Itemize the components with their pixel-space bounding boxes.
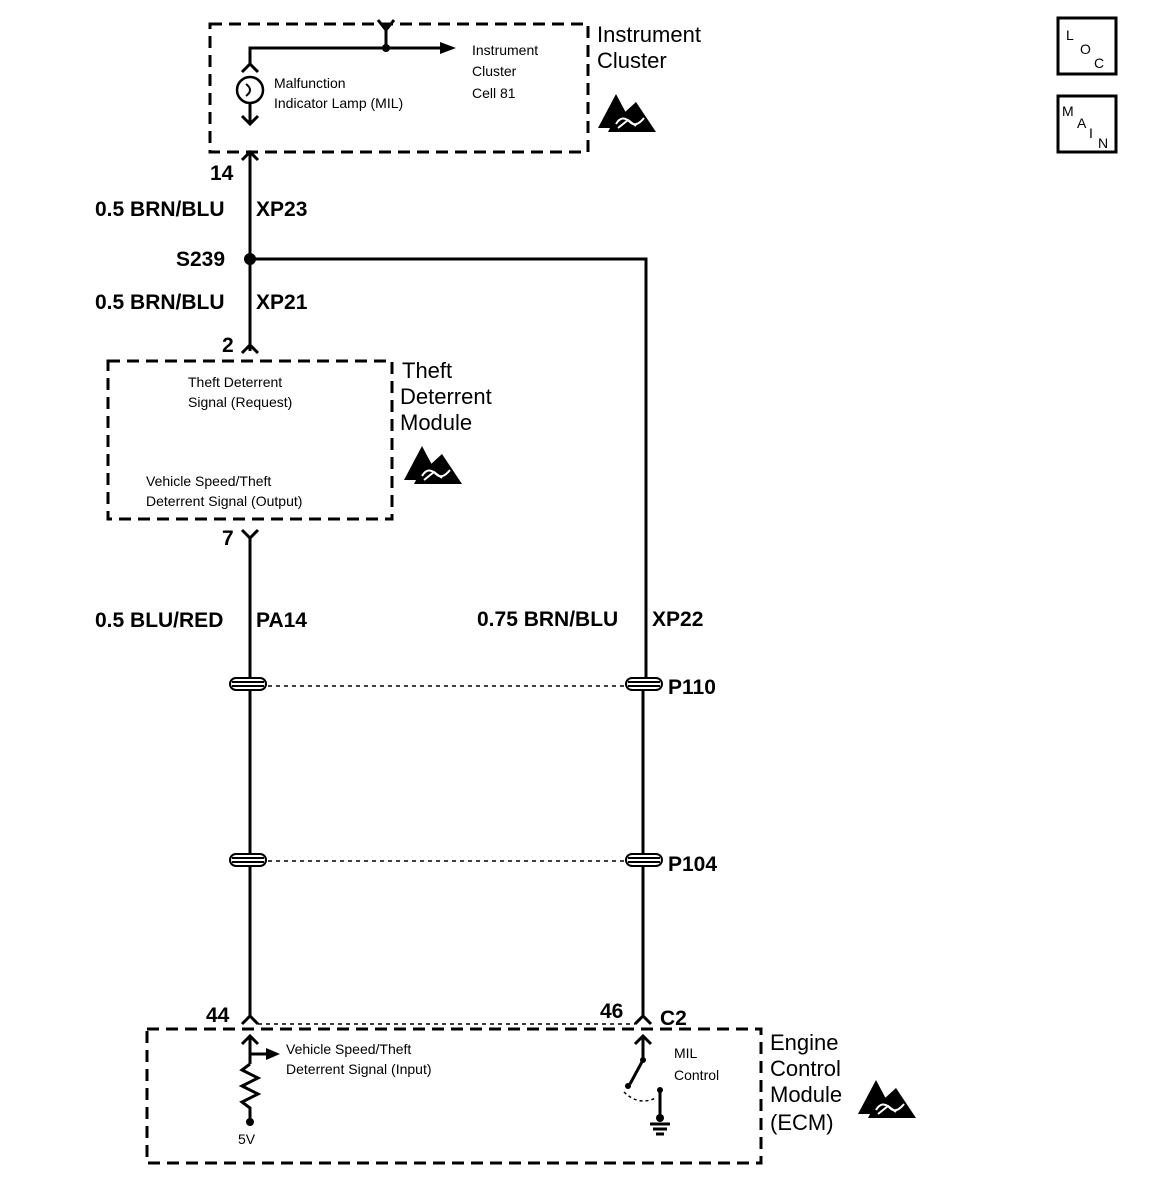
main-n: N	[1098, 135, 1108, 151]
theft-request-2: Signal (Request)	[188, 394, 292, 410]
cluster-feed	[376, 19, 396, 48]
ecm-name-1: Engine	[770, 1030, 839, 1055]
theft-module-name-1: Theft	[402, 358, 452, 383]
wire-xp22-code: XP22	[652, 608, 703, 631]
mil-label-2: Indicator Lamp (MIL)	[274, 95, 403, 111]
wire-xp22-color: 0.75 BRN/BLU	[477, 608, 618, 631]
cluster-ref-3: Cell 81	[472, 85, 516, 101]
pin-14: 14	[210, 162, 234, 185]
theft-module-box	[106, 359, 394, 521]
loc-c: C	[1094, 55, 1104, 71]
ecm-input-1: Vehicle Speed/Theft	[286, 1041, 411, 1057]
connector-p110-label: P110	[668, 676, 716, 699]
theft-request-1: Theft Deterrent	[188, 374, 282, 390]
ecm-input-terminal	[240, 1033, 260, 1064]
mil-control-terminal	[633, 1033, 653, 1058]
wire-xp21	[240, 259, 260, 355]
main-icon[interactable]: M A I N	[1056, 94, 1118, 154]
wire-xp23-color: 0.5 BRN/BLU	[95, 198, 225, 221]
connector-p110-right	[625, 677, 663, 691]
ecm-name-4: (ECM)	[770, 1110, 834, 1135]
esd-warning-icon	[597, 93, 657, 133]
wire-xp21-code: XP21	[256, 291, 308, 314]
connector-c2: C2	[660, 1007, 687, 1030]
esd-warning-icon	[403, 445, 463, 485]
wire-pa14	[240, 528, 260, 1016]
main-i: I	[1089, 125, 1093, 141]
main-m: M	[1062, 103, 1074, 119]
loc-o: O	[1080, 41, 1091, 57]
ecm-name-3: Module	[770, 1082, 842, 1107]
theft-module-name-2: Deterrent	[400, 384, 492, 409]
connector-p104-right	[625, 853, 663, 867]
ecm-box	[145, 1027, 763, 1165]
instrument-cluster-name-2: Cluster	[597, 48, 667, 73]
wire-xp22	[250, 257, 648, 679]
ecm-pin-46-terminal	[633, 1013, 653, 1026]
cluster-internal-wire	[248, 46, 440, 64]
mil-switch	[628, 1059, 645, 1085]
loc-l: L	[1066, 27, 1074, 43]
ecm-name-2: Control	[770, 1056, 841, 1081]
wire-xp23-code: XP23	[256, 198, 307, 221]
ground-icon	[650, 1114, 670, 1136]
instrument-cluster-box	[208, 22, 590, 154]
mil-control-2: Control	[674, 1067, 719, 1083]
wire-pa14-code: PA14	[256, 609, 307, 632]
mil-control-1: MIL	[674, 1045, 698, 1061]
instrument-cluster-name-1: Instrument	[597, 22, 701, 47]
ecm-5v: 5V	[238, 1131, 256, 1147]
wire-pa14-color: 0.5 BLU/RED	[95, 609, 223, 632]
pullup-resistor	[238, 1062, 262, 1122]
cluster-ref-2: Cluster	[472, 63, 517, 79]
pin-2: 2	[222, 334, 234, 357]
theft-output-2: Deterrent Signal (Output)	[146, 493, 302, 509]
pin-44: 44	[206, 1004, 230, 1027]
splice-label: S239	[176, 248, 225, 271]
wire-xp23	[240, 149, 260, 260]
theft-output-1: Vehicle Speed/Theft	[146, 473, 271, 489]
cluster-ref-1: Instrument	[472, 42, 538, 58]
ecm-pin-44-terminal	[240, 1013, 260, 1026]
ecm-input-2: Deterrent Signal (Input)	[286, 1061, 432, 1077]
connector-p104-left	[229, 853, 267, 867]
main-a: A	[1077, 115, 1087, 131]
esd-warning-icon	[857, 1079, 917, 1119]
theft-module-name-3: Module	[400, 410, 472, 435]
pin-46: 46	[600, 1000, 623, 1023]
connector-p110-left	[229, 677, 267, 691]
pin-7: 7	[222, 527, 234, 550]
mil-label-1: Malfunction	[274, 75, 346, 91]
wire-xp21-color: 0.5 BRN/BLU	[95, 291, 225, 314]
loc-icon[interactable]: L O C	[1056, 16, 1118, 76]
connector-p104-label: P104	[668, 853, 717, 876]
mil-top-terminal	[240, 61, 260, 74]
